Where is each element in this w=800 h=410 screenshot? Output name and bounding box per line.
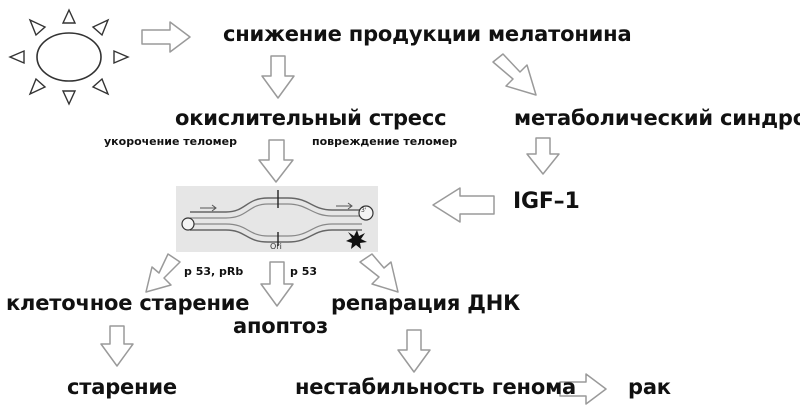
node-metabolic-syndrome: метаболический синдром <box>514 106 800 130</box>
node-apoptosis: апоптоз <box>233 314 329 338</box>
node-cancer: рак <box>628 375 671 399</box>
label-p53-prb: p 53, pRb <box>184 265 244 278</box>
arrow-melatonin-to-metabolic <box>492 53 537 96</box>
node-igf1: IGF–1 <box>513 189 580 214</box>
arrow-instability-to-cancer <box>559 373 607 405</box>
arrow-sun-to-melatonin <box>141 21 191 53</box>
label-p53: p 53 <box>290 265 318 278</box>
end-label: 3' <box>361 207 367 214</box>
arrow-repair-to-instability <box>397 329 431 373</box>
arrow-melatonin-to-stress <box>261 55 295 99</box>
node-dna-repair: репарация ДНК <box>331 291 521 315</box>
node-aging: старение <box>67 375 177 399</box>
origin-label: Ori <box>270 242 282 251</box>
arrow-stress-to-dna <box>258 139 294 183</box>
label-telomere-damage: повреждение теломер <box>312 135 458 148</box>
arrow-dna-to-repair <box>359 253 399 293</box>
node-cell-senescence: клеточное старение <box>6 291 250 315</box>
arrow-senescence-to-aging <box>100 325 134 367</box>
sun-icon <box>8 8 130 106</box>
arrow-metabolic-to-igf <box>526 137 560 175</box>
label-telomere-shortening: укорочение теломер <box>104 135 238 148</box>
arrow-igf-to-dna <box>432 187 495 223</box>
dna-replication-graphic <box>181 190 374 249</box>
node-genome-instability: нестабильность генома <box>295 375 577 399</box>
arrow-dna-to-apoptosis <box>260 261 294 307</box>
node-melatonin-decrease: снижение продукции мелатонина <box>223 22 632 46</box>
arrow-dna-to-senescence <box>145 253 181 293</box>
node-oxidative-stress: окислительный стресс <box>175 106 447 130</box>
dna-replication-figure: Ori 3' <box>176 186 378 252</box>
